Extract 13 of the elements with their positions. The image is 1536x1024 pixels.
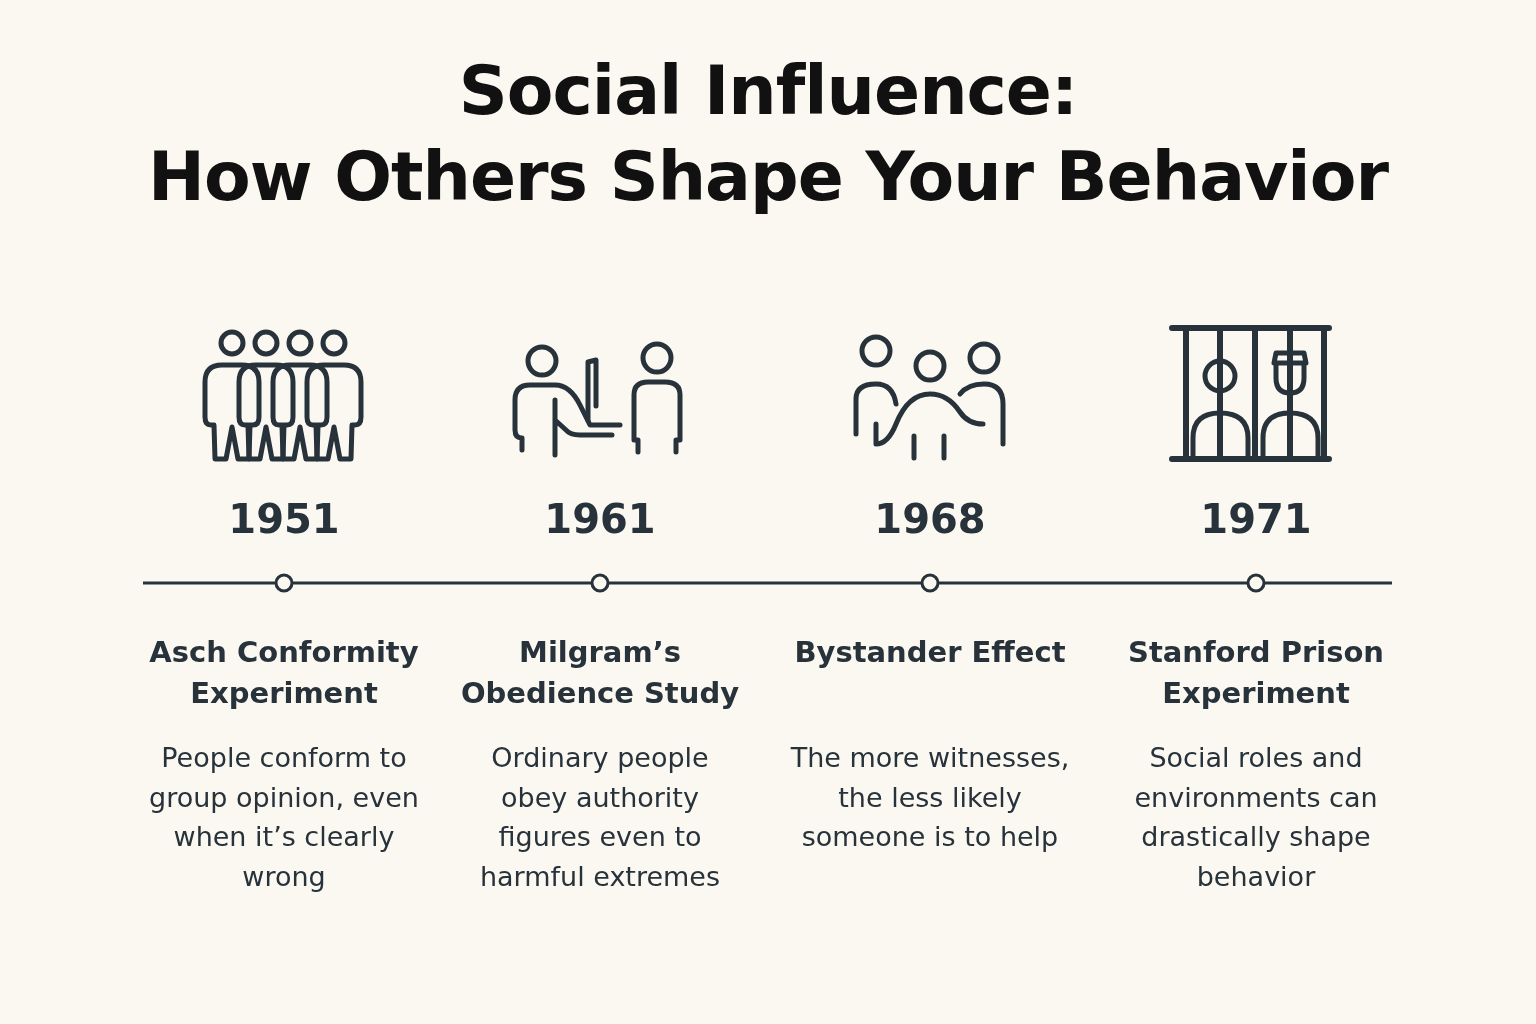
year-label: 1971 <box>1199 495 1313 543</box>
event-title: Bystander Effect <box>793 634 1067 671</box>
event-title: Milgram’s Obedience Study <box>459 634 741 712</box>
event-description: People conform to group opinion, even when it’s clearly wrong <box>148 741 420 894</box>
event-description: Ordinary people obey authority figures even to harmful extremes <box>478 741 722 894</box>
year-label: 1968 <box>873 495 987 543</box>
title: Social Influence: How Others Shape Your Behavior <box>147 50 1390 218</box>
event-description: Social roles and environments can drastically shape behavior <box>1133 741 1379 894</box>
year-label: 1951 <box>227 495 341 543</box>
event-title: Stanford Prison Experiment <box>1127 634 1385 712</box>
event-description: The more witnesses, the less likely someone is to help <box>790 741 1070 854</box>
year-label: 1961 <box>543 495 657 543</box>
event-title: Asch Conformity Experiment <box>148 634 420 712</box>
